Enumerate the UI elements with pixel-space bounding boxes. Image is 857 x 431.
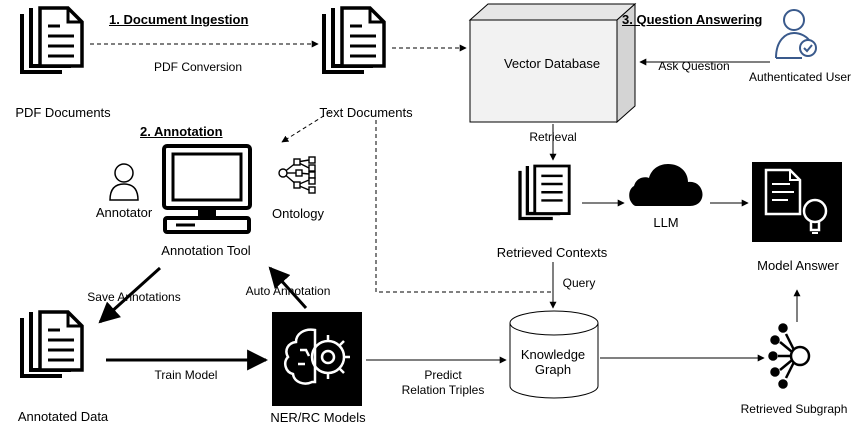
save-annotations-label: Save Annotations (87, 290, 181, 304)
pdf-conversion-label: PDF Conversion (153, 60, 243, 74)
retrieved-subgraph-label: Retrieved Subgraph (740, 402, 848, 416)
step-document-ingestion: 1. Document Ingestion (109, 12, 249, 27)
ner-rc-models-label: NER/RC Models (270, 410, 366, 425)
annotation-tool-label: Annotation Tool (161, 243, 251, 258)
step-question-answering: 3. Question Answering (622, 12, 763, 27)
vector-database-label: Vector Database (503, 56, 601, 71)
text-documents-label: Text Documents (319, 105, 413, 120)
knowledge-graph-cylinder (509, 310, 599, 399)
model-answer-icon (752, 162, 842, 242)
monitor-icon (162, 144, 252, 234)
annotated-data-icon (20, 310, 84, 378)
authenticated-user-icon (775, 9, 817, 59)
authenticated-user-label: Authenticated User (748, 70, 852, 84)
predict-label-2: Relation Triples (401, 383, 485, 397)
knowledge-graph-label-2: Graph (534, 362, 572, 377)
text-documents-icon (322, 6, 386, 74)
annotator-icon (109, 163, 139, 201)
retrieved-contexts-label: Retrieved Contexts (496, 245, 608, 260)
auto-annotation-label: Auto Annotation (245, 284, 331, 298)
retrieved-contexts-icon (518, 164, 571, 221)
edge-save-annotations (98, 266, 162, 324)
model-answer-label: Model Answer (757, 258, 839, 273)
pdf-documents-label: PDF Documents (15, 105, 111, 120)
step-annotation: 2. Annotation (140, 124, 223, 139)
ontology-icon (278, 156, 316, 194)
query-label: Query (562, 276, 596, 290)
predict-label-1: Predict (424, 368, 462, 382)
ask-question-label: Ask Question (658, 59, 730, 73)
knowledge-graph-label-1: Knowledge (520, 347, 586, 362)
cloud-icon (629, 164, 703, 206)
retrieval-label: Retrieval (529, 130, 577, 144)
edge-text-to-query (375, 120, 553, 293)
annotator-label: Annotator (95, 205, 153, 220)
edge-auto-annotation (268, 266, 308, 310)
edge-text-to-annotation (281, 111, 331, 143)
ontology-label: Ontology (271, 206, 325, 221)
pdf-documents-icon (20, 6, 84, 74)
brain-gear-icon (272, 312, 362, 406)
train-model-label: Train Model (154, 368, 218, 382)
subgraph-icon (768, 323, 811, 389)
vector-database-cube (468, 2, 637, 124)
annotated-data-label: Annotated Data (17, 409, 109, 424)
llm-label: LLM (653, 215, 679, 230)
